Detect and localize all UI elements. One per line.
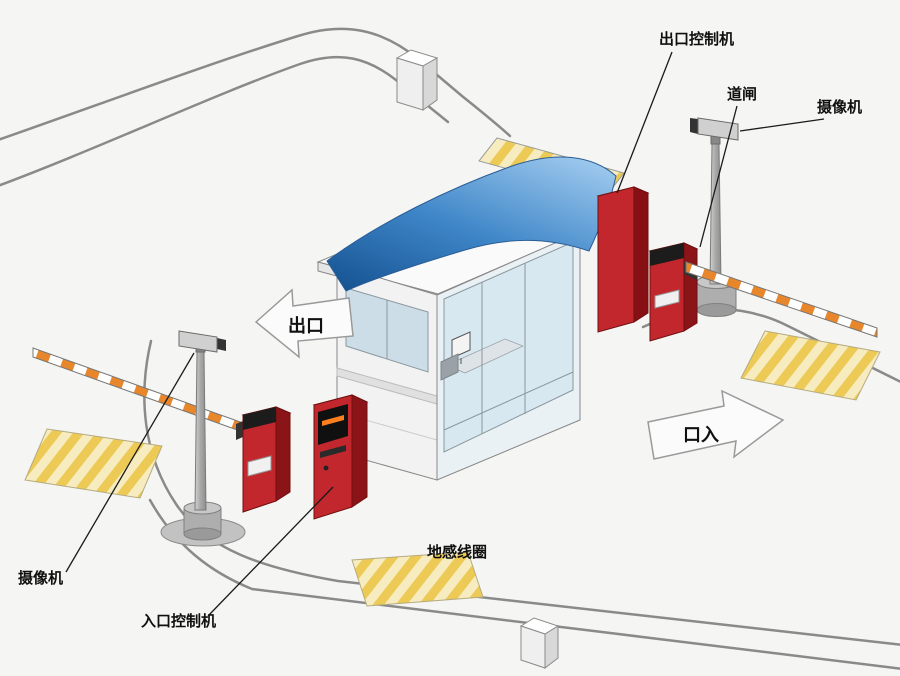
camera-left-base-bottom [183,527,222,541]
entrance-arrow-label: 口入 [683,425,719,445]
barrier-exit-label-panel [654,289,680,309]
label-camera-left: 摄像机 [18,569,63,587]
label-barrier-gate: 道闸 [727,85,757,103]
leader-camera-left [65,352,195,573]
barrier-entrance-label-panel [247,455,272,477]
leader-entrance-controller [207,486,334,617]
camera-left [160,330,246,547]
camera-left-pole [194,351,207,511]
camera-left-lens [217,338,226,351]
exit-barrier-gate [648,242,878,342]
entrance-barrier-gate [32,347,292,513]
camera-right-pole [709,143,722,285]
label-entrance-controller: 入口控制机 [141,612,216,630]
ground-loop-pad-bottom [351,551,484,607]
post-right-face [422,57,438,111]
entrance-controller-led-text [322,415,344,426]
entrance-controller-card-slot [320,445,346,458]
exit-controller-side [633,186,649,323]
exit-arrow-shape [254,288,354,359]
barrier-exit-arm [685,261,878,338]
label-exit-controller: 出口控制机 [659,30,734,48]
entrance-controller-display [318,404,348,445]
camera-right-base-bottom [696,303,737,317]
callout-labels: 出口控制机 道闸 摄像机 摄像机 入口控制机 地感线圈 [18,30,862,630]
booth-monitor [451,331,471,359]
road-edge-top-outer [0,27,512,141]
entrance-controller-side [351,394,368,508]
leader-camera-right [739,118,825,132]
booth-chair [440,353,459,381]
ground-loop-pad-right [740,330,881,401]
road-edge-bottom-outer [148,498,900,670]
post-left-face [520,625,546,669]
barrier-exit-side [683,242,698,332]
post-right-face [544,625,559,670]
exit-controller-front [597,186,635,333]
post-bottom [519,617,560,670]
ground-loop-pad-left [24,428,163,499]
booth-glass-rail [443,371,574,431]
entrance-arrow-shape [647,389,785,460]
leader-lines [65,51,825,617]
camera-right-lens [690,118,698,134]
leader-exit-controller [616,51,673,194]
entrance-controller-machine [312,394,369,520]
exit-controller-machine [596,186,650,333]
barrier-entrance-side [275,406,291,502]
label-ground-loop: 地感线圈 [427,543,487,561]
camera-right-housing [697,117,739,141]
barrier-exit-head-band [650,243,684,266]
post-top [395,49,439,111]
barrier-entrance-head-band [243,407,276,430]
label-camera-right: 摄像机 [817,98,862,116]
road-edge-top-inner [0,55,450,187]
post-left-face [396,57,424,111]
booth-interior [440,331,525,381]
leader-barrier-gate [699,105,738,248]
barrier-entrance-pivot [236,421,243,440]
booth-desk [446,338,525,374]
exit-direction-arrow: 出口 [254,288,354,359]
camera-left-housing [178,330,218,353]
entrance-direction-arrow: 口入 [647,389,785,460]
entrance-controller-button [323,465,329,471]
exit-arrow-label: 出口 [288,315,324,336]
ground-loop-pads [24,330,881,607]
